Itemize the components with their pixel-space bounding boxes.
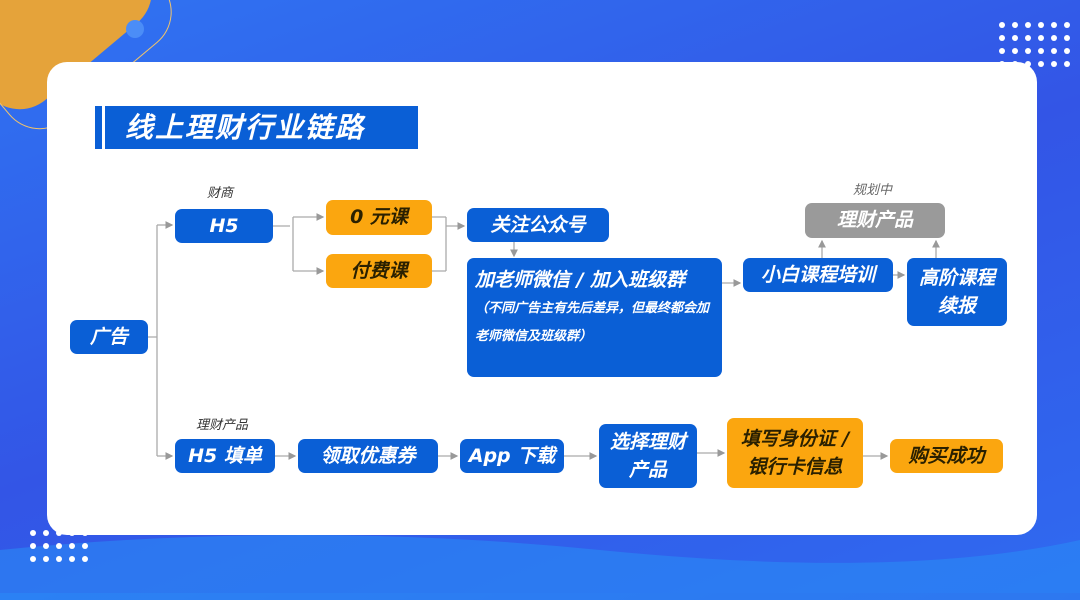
decor-dots-top-right <box>999 22 1070 67</box>
connector-merge <box>432 216 464 272</box>
node-choose-line2: 产品 <box>628 459 667 481</box>
node-h5-form: H5 填单 <box>175 439 275 473</box>
decor-dot <box>126 20 144 38</box>
decor-dots-bottom-left <box>30 530 88 562</box>
node-coupon: 领取优惠券 <box>298 439 438 473</box>
node-follow-account: 关注公众号 <box>467 208 609 242</box>
node-fill-line2: 银行卡信息 <box>747 456 843 478</box>
node-paid-course: 付费课 <box>326 254 432 288</box>
label-planned: 规划中 <box>853 183 893 198</box>
node-beginner-course: 小白课程培训 <box>743 258 893 292</box>
node-free-course: 0 元课 <box>326 200 432 235</box>
node-add-wechat: 加老师微信 / 加入班级群 （不同广告主有先后差异，但最终都会加老师微信及班级群… <box>467 258 722 377</box>
node-h5: H5 <box>175 209 273 243</box>
node-purchase-success: 购买成功 <box>890 439 1003 473</box>
node-ad: 广告 <box>70 320 148 354</box>
node-choose-product: 选择理财 产品 <box>599 424 697 488</box>
connector-h5-split <box>273 217 294 271</box>
node-advanced-line1: 高阶课程 <box>918 266 995 289</box>
label-product: 理财产品 <box>196 418 249 433</box>
node-choose-line1: 选择理财 <box>609 430 686 453</box>
page-title: 线上理财行业链路 <box>105 106 418 149</box>
node-fill-line1: 填写身份证 / <box>740 427 850 450</box>
node-planned-product: 理财产品 <box>805 203 945 238</box>
decor-wave <box>0 535 1080 600</box>
node-advanced-line2: 续报 <box>937 295 976 317</box>
node-app-download: App 下载 <box>460 439 564 473</box>
connector-ad <box>148 225 158 456</box>
node-advanced-course: 高阶课程 续报 <box>907 258 1007 326</box>
node-add-wechat-title: 加老师微信 / 加入班级群 <box>475 269 686 291</box>
title-accent <box>95 106 102 149</box>
label-caishang: 财商 <box>207 186 234 201</box>
node-fill-info: 填写身份证 / 银行卡信息 <box>727 418 863 488</box>
node-add-wechat-note: （不同广告主有先后差异，但最终都会加老师微信及班级群） <box>475 300 710 345</box>
